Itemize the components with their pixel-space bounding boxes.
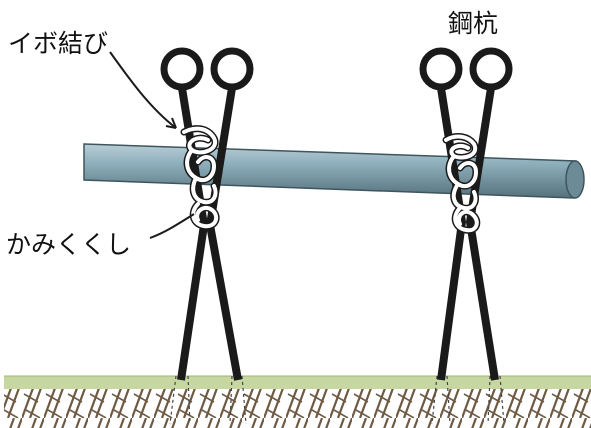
rope-knot-right: [442, 133, 481, 234]
pile-ring: [419, 47, 463, 91]
buried-pile-line: [487, 375, 491, 425]
buried-pile-line: [431, 375, 438, 425]
buried-pile-line: [169, 375, 177, 425]
rope-knot-icon: [444, 134, 478, 160]
buried-pile-line: [241, 375, 247, 425]
label-ibo-musubi: イボ結び: [8, 29, 109, 58]
buried-pile-line: [499, 375, 505, 425]
pile-ring: [210, 47, 254, 91]
steel-pile-icon: [437, 87, 466, 381]
pile-ring: [469, 47, 513, 91]
grass-strip: [4, 376, 591, 389]
buried-pile-line: [446, 375, 451, 425]
rope-knot-icon: [182, 126, 218, 155]
steel-pile-right: [419, 47, 513, 425]
leader-arrow-ibo: [165, 117, 177, 129]
ground: [4, 375, 591, 428]
label-kami-kushi: かみくくし: [6, 230, 132, 259]
label-steel-pile: 鋼杭: [448, 9, 499, 38]
leader-ibo: [109, 51, 177, 129]
leader-kami: [149, 213, 195, 239]
pile-ring: [160, 47, 204, 91]
rope-knot-left: [180, 125, 220, 230]
buried-pile-line: [229, 375, 233, 425]
steel-pile-icon: [466, 87, 499, 381]
soil-layer: [4, 387, 591, 428]
pipe-body: [83, 143, 577, 199]
steel-pile-icon: [206, 87, 242, 381]
leader-lines: [109, 51, 195, 239]
pipe: [83, 143, 585, 199]
buried-pile-line: [187, 375, 191, 425]
pipe-end-icon: [565, 160, 585, 199]
steel-pile-left: [160, 47, 254, 425]
